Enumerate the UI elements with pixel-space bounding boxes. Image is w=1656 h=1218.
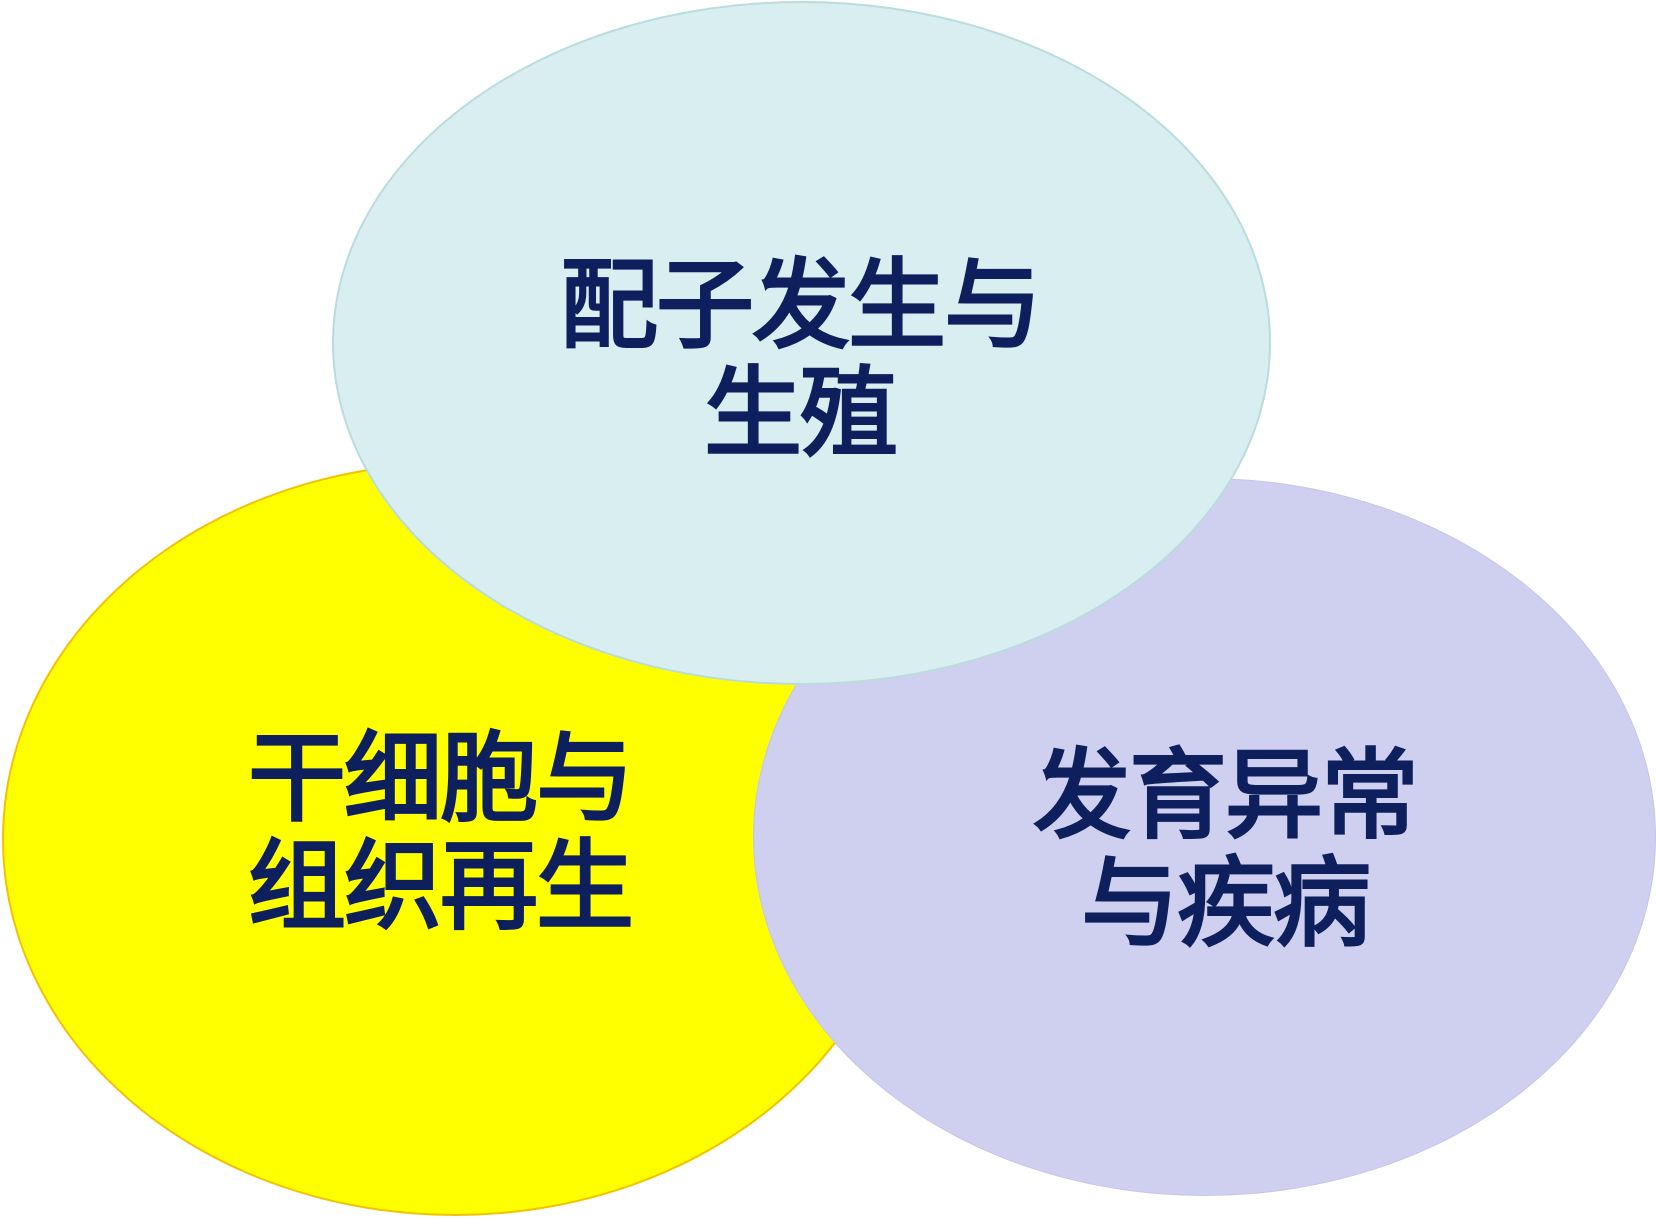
gametogenesis-label-line-2: 生殖	[703, 357, 898, 471]
gametogenesis-label: 配子发生与 生殖	[500, 245, 1100, 475]
gametogenesis-circle	[332, 1, 1271, 685]
stem-cells-label-line-2: 组织再生	[247, 830, 634, 944]
developmental-disorders-label-line-1: 发育异常	[1032, 739, 1419, 853]
stem-cells-label-line-1: 干细胞与	[247, 722, 634, 836]
developmental-disorders-label: 发育异常 与疾病	[950, 735, 1500, 965]
stem-cells-label: 干细胞与 组织再生	[180, 718, 700, 948]
developmental-disorders-label-line-2: 与疾病	[1080, 847, 1371, 961]
gametogenesis-label-line-1: 配子发生与	[559, 249, 1042, 363]
